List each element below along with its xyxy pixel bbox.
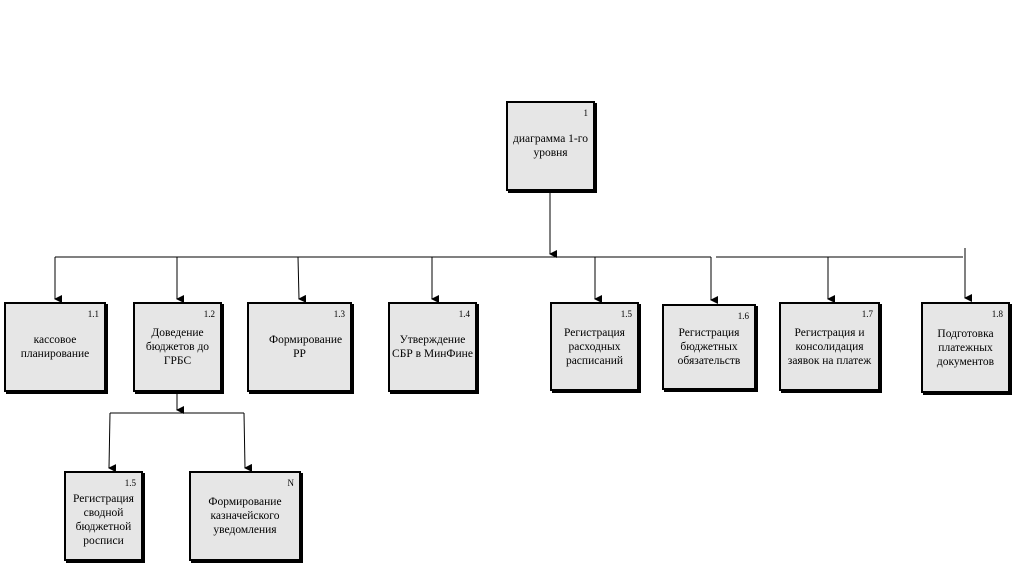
node-1-1[interactable]: 1.1 кассовое планирование xyxy=(4,302,106,392)
node-number: N xyxy=(287,478,295,488)
node-label: Доведение бюджетов до ГРБС xyxy=(145,327,210,367)
node-number: 1.5 xyxy=(620,309,632,319)
node-number: 1.7 xyxy=(861,309,873,319)
node-1-2-sub-n[interactable]: N Формирование казначейского уведомления xyxy=(189,471,301,561)
node-label: Регистрация сводной бюджетной росписи xyxy=(73,493,134,548)
node-1-2[interactable]: 1.2 Доведение бюджетов до ГРБС xyxy=(133,302,222,392)
node-1-8[interactable]: 1.8 Подготовка платежных документов xyxy=(921,302,1010,393)
node-1-5[interactable]: 1.5 Регистрация расходных расписаний xyxy=(550,302,639,391)
node-number: 1.1 xyxy=(87,309,99,319)
node-label: диаграмма 1-го уровня xyxy=(513,133,588,159)
node-label: Регистрация бюджетных обязательств xyxy=(677,327,741,367)
node-number: 1.4 xyxy=(458,309,470,319)
node-1-7[interactable]: 1.7 Регистрация и консолидация заявок на… xyxy=(779,302,880,391)
node-number: 1.5 xyxy=(124,478,136,488)
node-label: кассовое планирование xyxy=(20,334,90,360)
node-1-4[interactable]: 1.4 Утверждение СБР в МинФине xyxy=(388,302,477,392)
node-1-2-sub-1[interactable]: 1.5 Регистрация сводной бюджетной роспис… xyxy=(64,471,143,561)
node-label: Регистрация расходных расписаний xyxy=(564,326,625,367)
node-number: 1 xyxy=(583,108,589,118)
node-number: 1.8 xyxy=(991,309,1003,319)
node-label: Формирование казначейского уведомления xyxy=(208,496,282,536)
node-root[interactable]: 1 диаграмма 1-го уровня xyxy=(506,101,595,191)
node-label: Утверждение СБР в МинФине xyxy=(392,334,473,360)
node-1-3[interactable]: 1.3 Формирование РР xyxy=(247,302,352,392)
node-number: 1.3 xyxy=(333,309,345,319)
node-label: Формирование РР xyxy=(269,334,343,360)
node-number: 1.6 xyxy=(737,311,749,321)
node-label: Регистрация и консолидация заявок на пла… xyxy=(787,326,872,367)
node-label: Подготовка платежных документов xyxy=(936,327,995,368)
node-1-6[interactable]: 1.6 Регистрация бюджетных обязательств xyxy=(662,304,756,390)
node-number: 1.2 xyxy=(203,309,215,319)
